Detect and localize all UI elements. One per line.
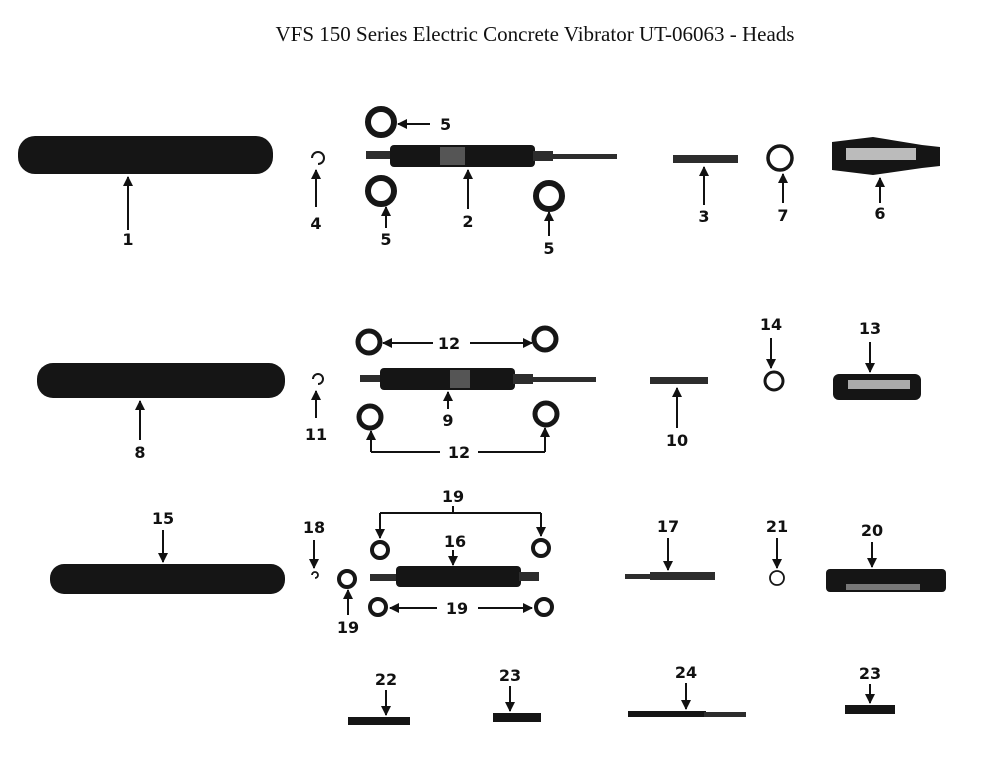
callout-24: 24	[675, 663, 697, 682]
part-2-rotor-shaft	[366, 145, 617, 167]
part-1-housing-tube	[18, 136, 273, 174]
callout-20: 20	[861, 521, 883, 540]
part-5-bearing-top	[365, 106, 397, 138]
callout-3: 3	[698, 207, 709, 226]
part-8-housing-tube	[37, 363, 285, 398]
callout-1: 1	[122, 230, 133, 249]
part-12-bearing-bottom-left	[356, 403, 384, 431]
part-3-pin	[673, 155, 738, 163]
part-19-bearing-bottom-right	[534, 597, 554, 617]
part-23-pin-right	[845, 705, 895, 714]
part-11-retaining-ring	[312, 373, 324, 385]
part-19-bearing-left	[337, 569, 357, 589]
callout-13: 13	[859, 319, 881, 338]
part-6-tip-cap	[832, 137, 940, 175]
part-12-bearing-top-left	[355, 328, 383, 356]
part-15-housing-tube	[50, 564, 285, 594]
part-12-bearing-bottom-right	[532, 400, 560, 428]
callout-23-left: 23	[499, 666, 521, 685]
part-16-rotor-shaft	[370, 566, 539, 587]
part-24-shaft	[628, 711, 746, 717]
callout-16: 16	[444, 532, 466, 551]
diagram-title: VFS 150 Series Electric Concrete Vibrato…	[275, 22, 795, 46]
callout-6: 6	[874, 204, 885, 223]
part-9-rotor-shaft	[360, 368, 596, 390]
callout-5-left: 5	[380, 230, 391, 249]
part-13-tip-cap	[833, 374, 921, 400]
part-19-bearing-bottom-left	[368, 597, 388, 617]
callout-22: 22	[375, 670, 397, 689]
part-19-bearing-top-left	[370, 540, 390, 560]
callout-14: 14	[760, 315, 782, 334]
callout-15: 15	[152, 509, 174, 528]
callout-10: 10	[666, 431, 688, 450]
callout-12-top: 12	[438, 334, 460, 353]
callout-9: 9	[442, 411, 453, 430]
part-21-seal-ring	[769, 570, 785, 586]
callout-4: 4	[310, 214, 321, 233]
part-12-bearing-top-right	[531, 325, 559, 353]
callout-7: 7	[777, 206, 788, 225]
part-4-retaining-ring	[311, 151, 325, 165]
part-18-retaining-ring	[311, 571, 319, 579]
callout-17: 17	[657, 517, 679, 536]
part-20-tip-cap	[826, 569, 946, 592]
callout-18: 18	[303, 518, 325, 537]
part-22-pin	[348, 717, 410, 725]
part-19-bearing-top-right	[531, 538, 551, 558]
callout-8: 8	[134, 443, 145, 462]
callout-11: 11	[305, 425, 327, 444]
part-5-bearing-bottom-left	[365, 175, 397, 207]
callout-23-right: 23	[859, 664, 881, 683]
part-14-seal-ring	[763, 370, 785, 392]
callout-5-top: 5	[440, 115, 451, 134]
part-7-seal-ring	[766, 144, 794, 172]
callout-19-bottom: 19	[446, 599, 468, 618]
callout-5-right: 5	[543, 239, 554, 258]
part-5-bearing-bottom-right	[533, 180, 565, 212]
part-10-pin	[650, 377, 708, 384]
callout-21: 21	[766, 517, 788, 536]
callout-12-bottom: 12	[448, 443, 470, 462]
callout-19-top: 19	[442, 487, 464, 506]
callout-2: 2	[462, 212, 473, 231]
callout-19-left: 19	[337, 618, 359, 637]
part-23-pin-left	[493, 713, 541, 722]
part-17-shaft	[625, 572, 715, 580]
